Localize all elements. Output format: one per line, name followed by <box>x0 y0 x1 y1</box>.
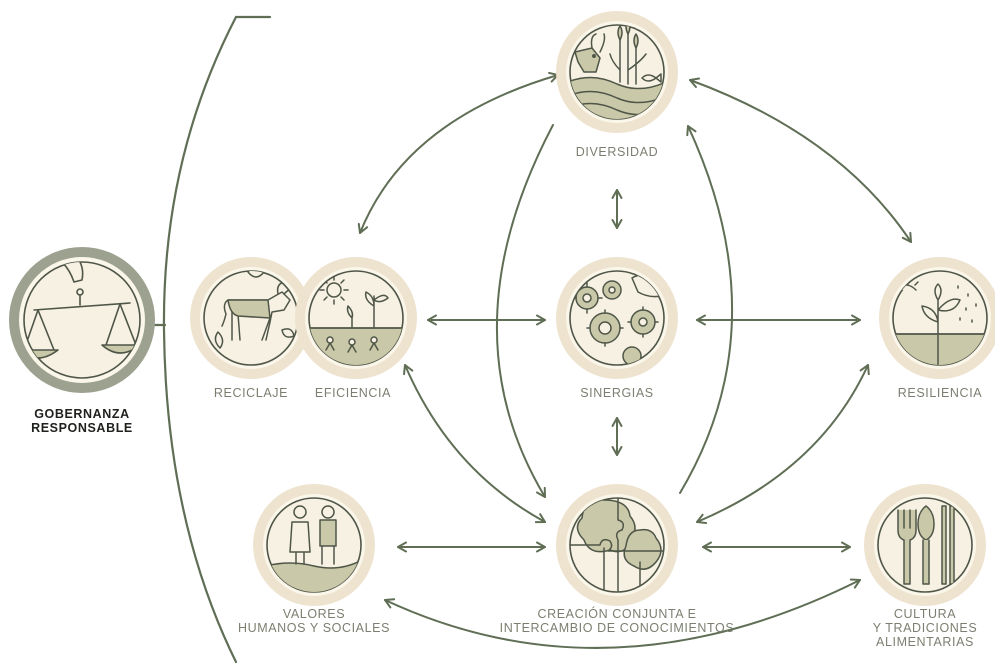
label-synergies: SINERGIAS <box>580 386 654 400</box>
label-diversity: DIVERSIDAD <box>575 145 659 159</box>
node-cocreation <box>556 484 678 606</box>
node-culture <box>864 484 986 606</box>
cutlery-icon <box>897 505 955 585</box>
arrow-diversity-resilience <box>689 77 912 243</box>
node-efficiency <box>295 257 417 379</box>
node-synergies <box>556 257 678 379</box>
node-values <box>253 484 375 606</box>
arrow-values-culture <box>384 578 861 649</box>
scales-icon <box>24 262 140 359</box>
arrow-cocreation-resilience <box>696 364 870 525</box>
label-culture: CULTURA Y TRADICIONES ALIMENTARIAS <box>872 607 978 649</box>
arrow-efficiency-cocreation <box>403 364 546 524</box>
cow-leaves-icon <box>214 271 295 349</box>
tree-puzzle-icon <box>570 498 664 592</box>
relationship-arrows <box>357 71 912 649</box>
people-hand-icon <box>267 505 361 592</box>
label-values: VALORES HUMANOS Y SOCIALES <box>237 607 391 635</box>
label-recycling: RECICLAJE <box>213 386 289 400</box>
arrow-diversity-recycling <box>357 71 559 234</box>
node-recycling <box>190 257 312 379</box>
label-governance: GOBERNANZA RESPONSABLE <box>31 407 133 435</box>
node-resilience <box>879 257 995 379</box>
arrow-diversity-to-cocreation <box>495 124 554 498</box>
label-efficiency: EFICIENCIA <box>314 386 392 400</box>
arrow-cocreation-to-diversity <box>679 125 733 494</box>
label-cocreation: CREACIÓN CONJUNTA E INTERCAMBIO DE CONOC… <box>499 607 735 635</box>
label-resilience: RESILIENCIA <box>897 386 983 400</box>
node-diversity <box>556 11 678 133</box>
node-governance <box>9 247 155 393</box>
